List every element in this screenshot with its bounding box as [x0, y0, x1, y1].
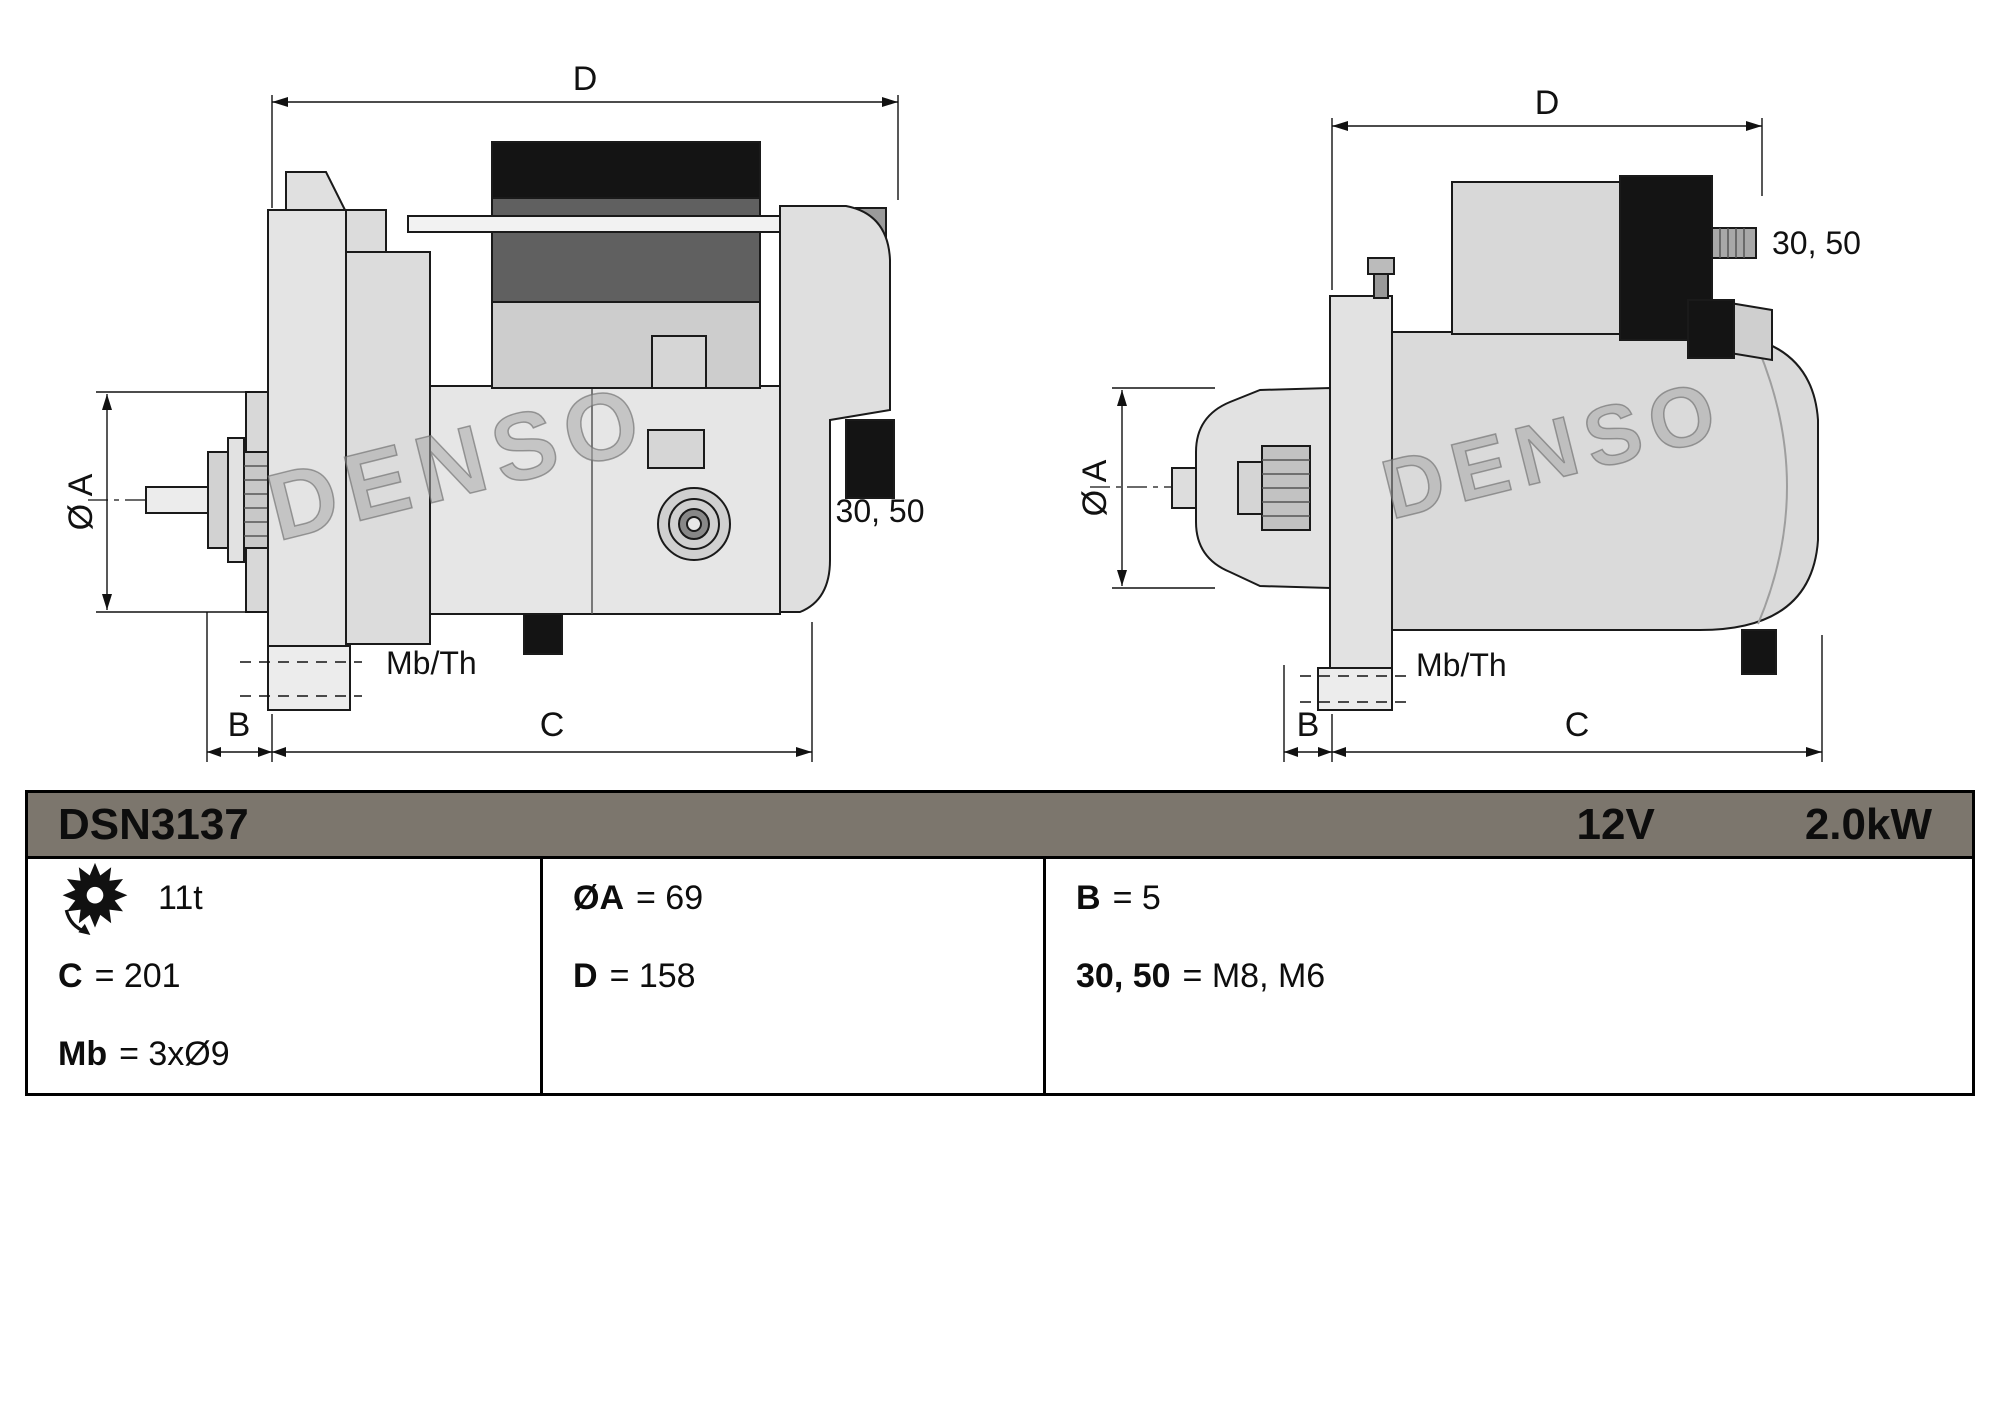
bearing-boss-left: [657, 487, 731, 561]
dimension-mb-label: Mb: [58, 1034, 108, 1073]
spec-table: DSN3137 12V 2.0kW 11t C: [25, 790, 1975, 1096]
dim-a-label-left: Ø A: [62, 473, 100, 530]
dim-b-label-right: B: [1297, 706, 1320, 744]
technical-drawings: D Ø A B C Mb/Th 30, 50 DENSO: [62, 60, 1861, 762]
spec-table-header: DSN3137 12V 2.0kW: [28, 793, 1972, 859]
dimension-a-row: ØA = 69: [543, 859, 1043, 937]
bracket-step-left: [345, 209, 387, 257]
dimension-lines-left: [96, 95, 899, 762]
power-rating: 2.0kW: [1804, 799, 1932, 849]
mbth-label-right: Mb/Th: [1416, 647, 1507, 683]
mbth-label-left: Mb/Th: [386, 645, 477, 681]
switch-box-left: [651, 335, 707, 389]
spec-col-2: ØA = 69 D = 158: [540, 859, 1043, 1093]
dimension-a-label: ØA: [573, 878, 624, 917]
terminal-sizes-row: 30, 50 = M8, M6: [1046, 937, 1972, 1015]
starter-side-view-left: D Ø A B C Mb/Th 30, 50 DENSO: [62, 60, 924, 762]
pinion-gear-right: [1237, 445, 1311, 531]
solenoid-left: [491, 141, 761, 389]
flange-ear-left: [285, 171, 348, 213]
dim-d-label-right: D: [1535, 84, 1560, 122]
terminal-label-left: 30, 50: [836, 493, 925, 529]
mounting-foot-right: [1317, 667, 1393, 711]
dimension-c-value: = 201: [94, 956, 181, 995]
dim-d-label-left: D: [573, 60, 598, 98]
dim-c-label-right: C: [1565, 706, 1590, 744]
spec-col-1: 11t C = 201 Mb = 3xØ9: [28, 859, 540, 1093]
connector-left: [647, 429, 705, 469]
terminal-stud-right: [1711, 227, 1757, 259]
dimension-mb-row: Mb = 3xØ9: [28, 1015, 540, 1093]
dim-a-label-right: Ø A: [1076, 459, 1114, 516]
pinion-teeth-row: 11t: [28, 859, 540, 937]
ratings-group: 12V 2.0kW: [1577, 800, 1932, 850]
dim-c-label-left: C: [540, 706, 565, 744]
dimension-b-label: B: [1076, 878, 1101, 917]
dimension-d-label: D: [573, 956, 598, 995]
part-number: DSN3137: [58, 799, 249, 849]
mounting-flange-left: [267, 209, 347, 647]
pinion-gear-icon: [62, 862, 128, 935]
solenoid-right: [1451, 175, 1735, 359]
mounting-flange-right: [1329, 295, 1393, 669]
spec-table-body: 11t C = 201 Mb = 3xØ9 ØA = 69 D =: [28, 859, 1972, 1093]
mounting-foot-left: [267, 645, 351, 711]
dimension-lines-right: [1112, 118, 1823, 762]
end-housing-left: [779, 205, 891, 613]
terminal-sizes-value: = M8, M6: [1182, 956, 1326, 995]
dim-b-label-left: B: [228, 706, 251, 744]
terminal-label-right: 30, 50: [1772, 225, 1861, 261]
teeth-count: 11t: [158, 878, 203, 917]
starter-body-right: [1090, 175, 1819, 711]
spec-col-3: B = 5 30, 50 = M8, M6: [1043, 859, 1972, 1093]
shaft-stub-right: [1171, 467, 1199, 509]
pinion-gear-left: [207, 437, 269, 563]
starter-side-view-right: D Ø A B C Mb/Th 30, 50 DENSO: [1076, 84, 1861, 762]
terminal-sizes-label: 30, 50: [1076, 956, 1171, 995]
bottom-stud-right: [1741, 629, 1777, 675]
starter-body-left: [88, 141, 895, 711]
terminal-block-left: [845, 419, 895, 499]
dimension-b-row: B = 5: [1046, 859, 1972, 937]
shaft-left: [145, 486, 209, 514]
dimension-b-value: = 5: [1112, 878, 1161, 917]
dimension-a-value: = 69: [636, 878, 704, 917]
dimension-mb-value: = 3xØ9: [119, 1034, 230, 1073]
flange-bolt-right: [1367, 257, 1395, 299]
voltage-rating: 12V: [1576, 799, 1655, 849]
bottom-stud-left: [523, 613, 563, 655]
dimension-c-row: C = 201: [28, 937, 540, 1015]
dimension-c-label: C: [58, 956, 83, 995]
dimension-d-row: D = 158: [543, 937, 1043, 1015]
dimension-d-value: = 158: [609, 956, 696, 995]
